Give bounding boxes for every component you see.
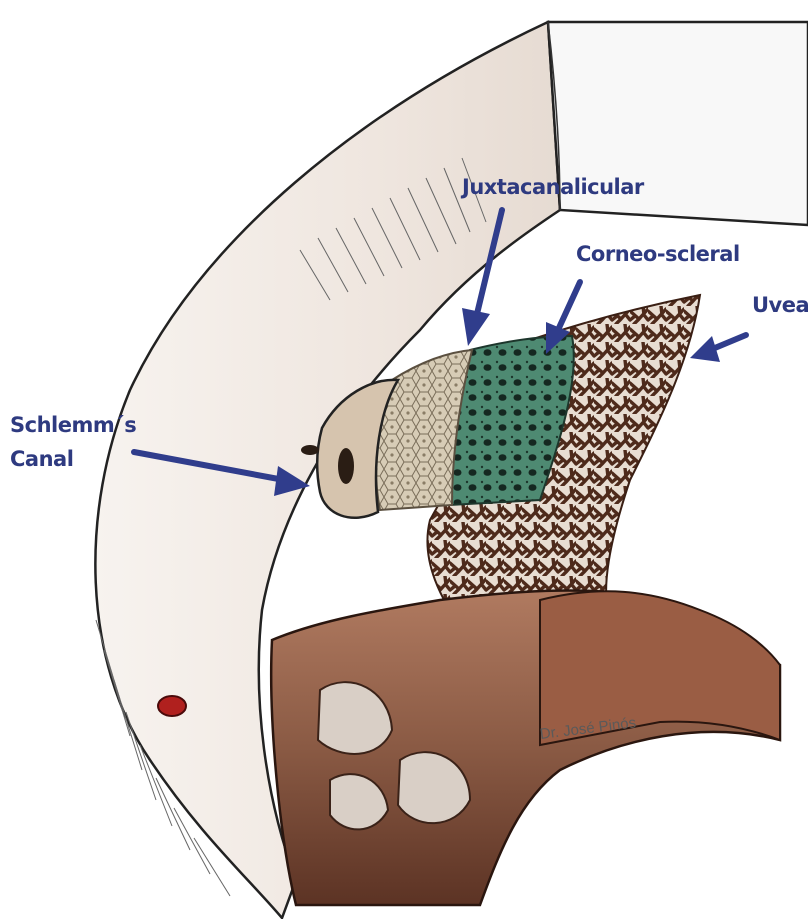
episcleral-vessel xyxy=(158,696,186,716)
arrowhead-uveal xyxy=(690,336,720,362)
label-uveal: Uveal xyxy=(752,290,808,320)
label-schlemms-canal-line2: Canal xyxy=(10,442,136,476)
arrowhead-juxtacanalicular xyxy=(462,308,490,346)
collector-channel xyxy=(301,445,319,455)
arrow-corneo-scleral xyxy=(558,282,580,330)
label-schlemms-canal-line1: Schlemm´s xyxy=(10,408,136,442)
label-juxtacanalicular: Juxtacanalicular xyxy=(462,172,644,202)
schlemms-canal-opening xyxy=(338,448,354,484)
label-schlemms-canal: Schlemm´s Canal xyxy=(10,408,136,476)
label-corneo-scleral: Corneo-scleral xyxy=(576,239,740,269)
